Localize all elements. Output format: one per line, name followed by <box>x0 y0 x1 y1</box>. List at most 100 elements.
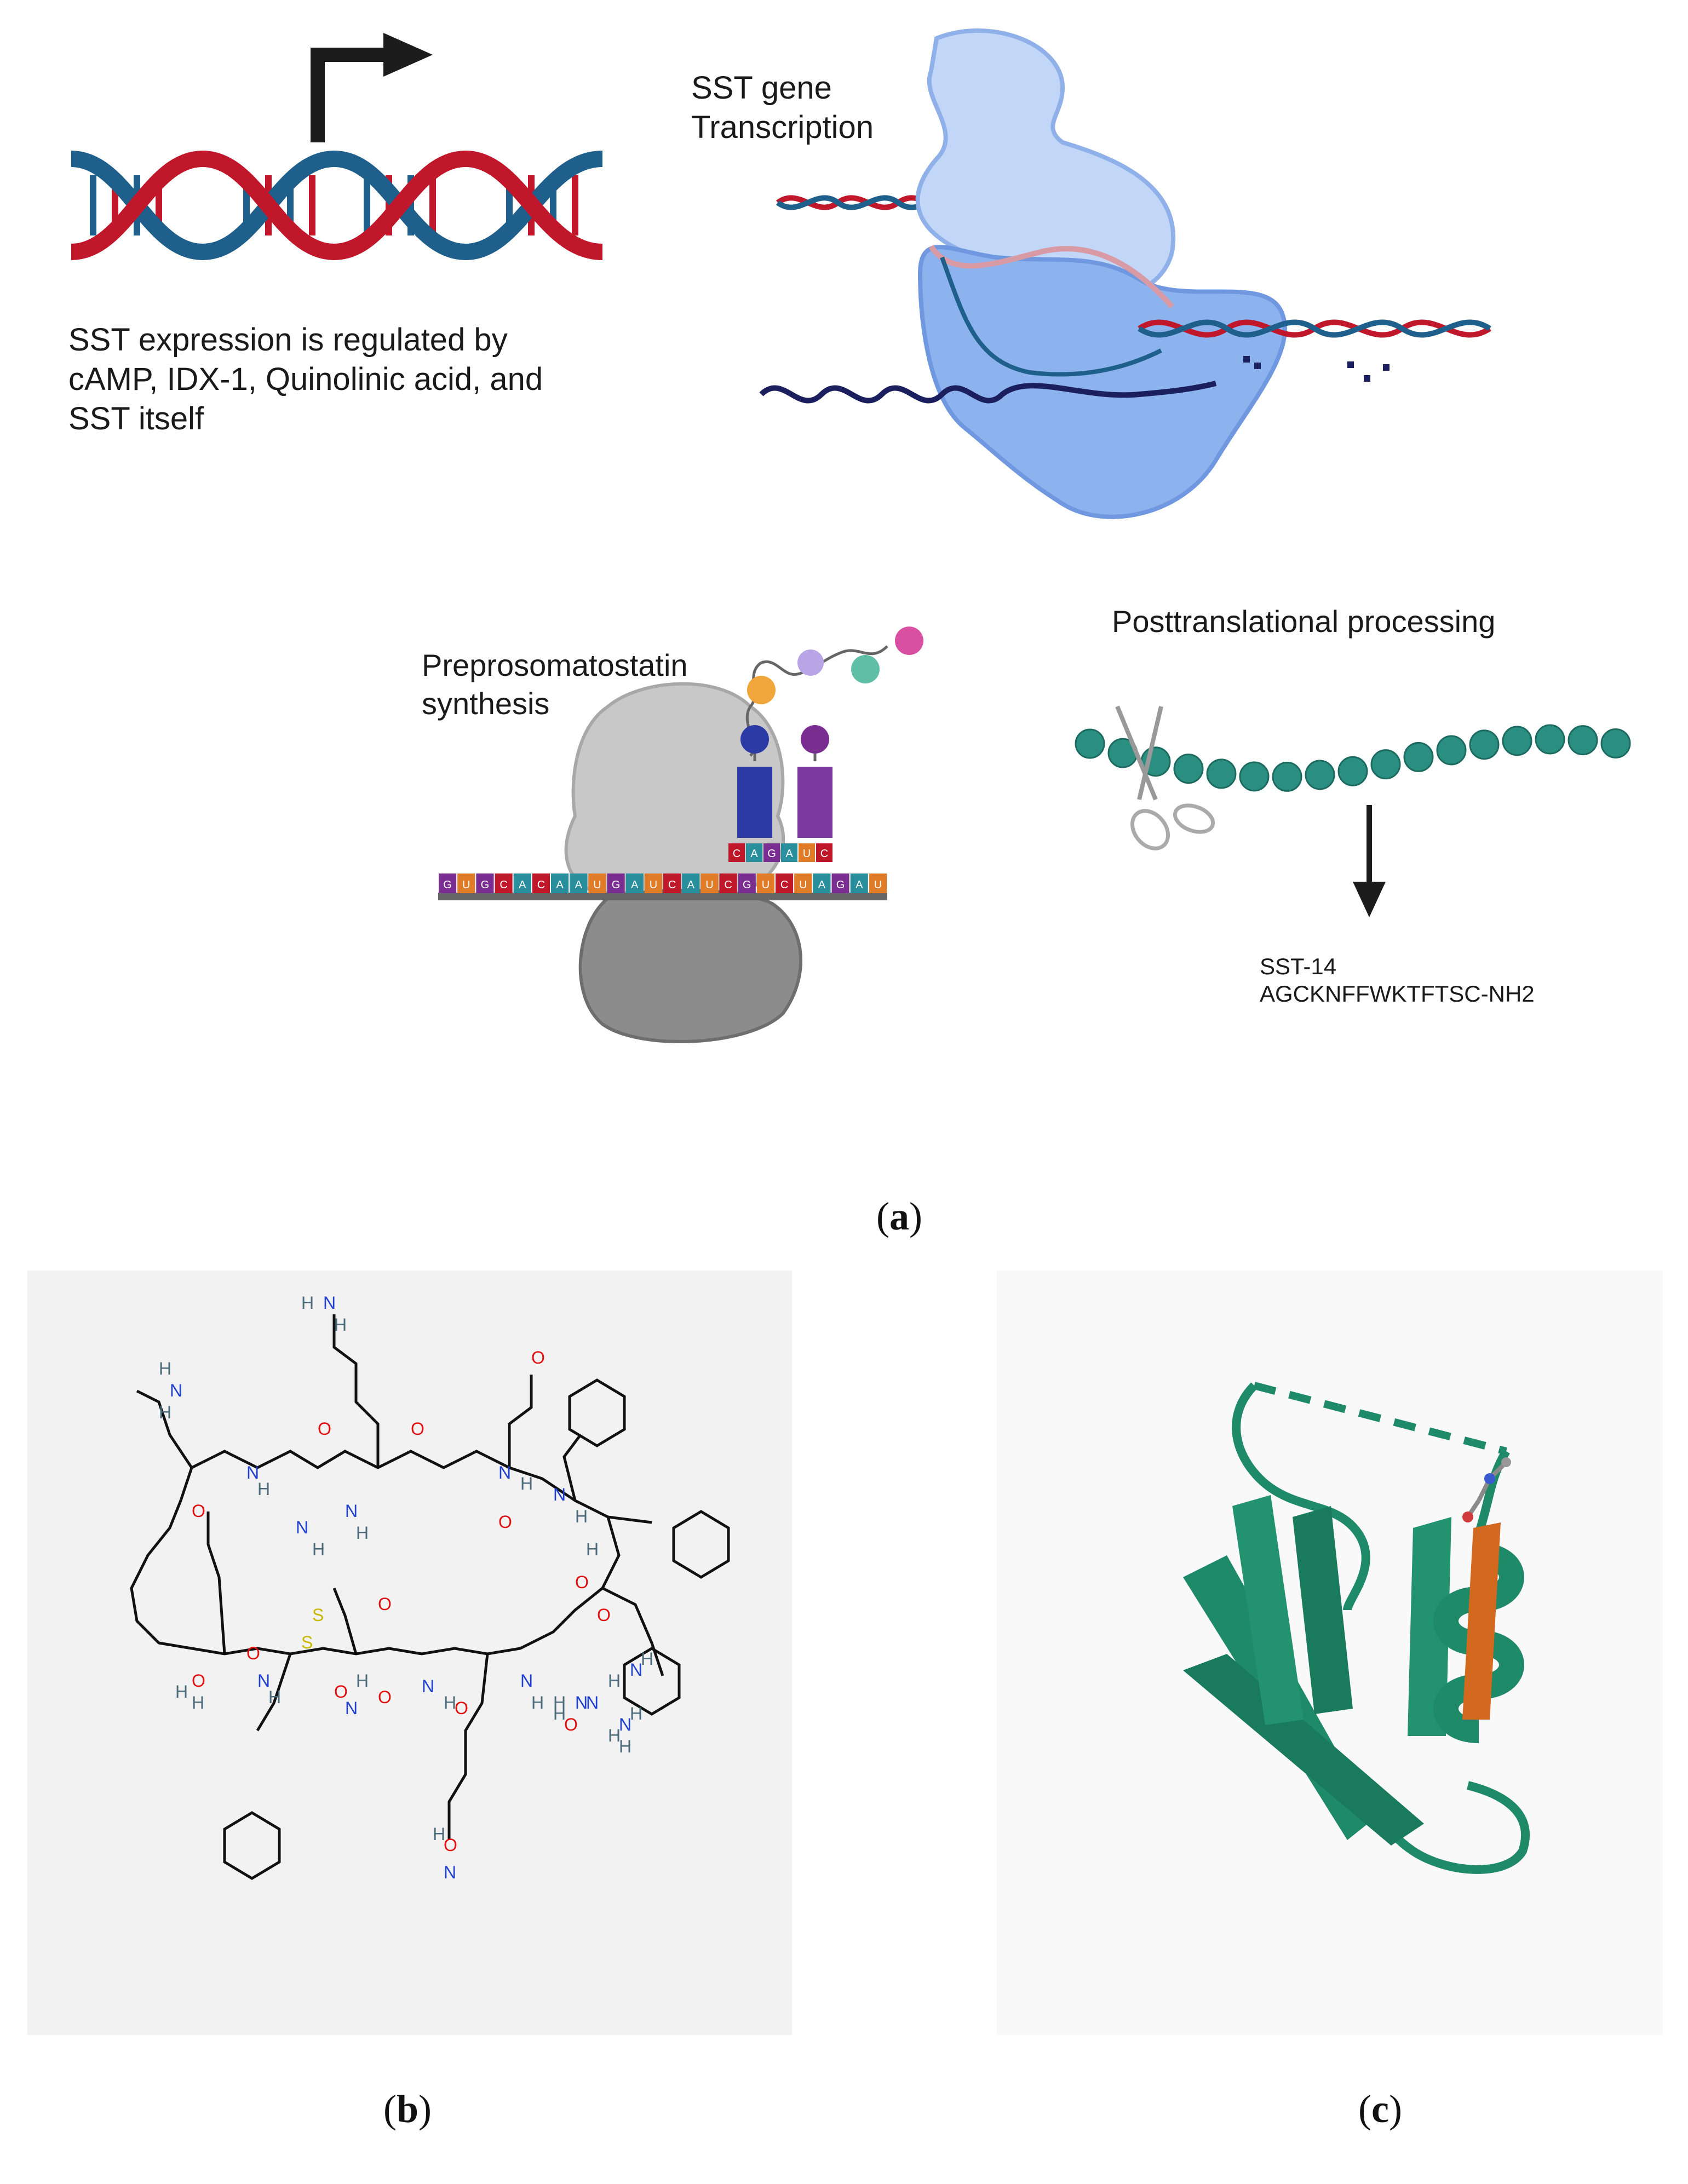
processing-label: Posttranslational processing <box>1112 604 1496 639</box>
atom-label: H <box>334 1315 347 1335</box>
amino-acid-bead <box>1272 761 1302 792</box>
mrna-base <box>513 873 531 893</box>
atom-label: H <box>257 1479 270 1499</box>
mrna-base <box>850 873 868 893</box>
atom-label: N <box>345 1698 358 1718</box>
anticodon-letter: A <box>750 848 758 860</box>
atom-label: H <box>608 1726 621 1745</box>
atom-label: N <box>553 1485 566 1504</box>
atom-label: O <box>444 1835 457 1855</box>
atom-label: S <box>301 1633 313 1652</box>
mrna-base-letter: A <box>575 879 583 891</box>
mrna-base-letter: A <box>519 879 526 891</box>
mrna-base-letter: C <box>499 879 507 891</box>
mrna-base <box>532 873 550 893</box>
mrna-base <box>570 873 588 893</box>
peptide-chain-icon <box>1075 705 1631 850</box>
mrna-base-letter: U <box>799 879 807 891</box>
mrna-base-letter: U <box>462 879 470 891</box>
atom-label: N <box>246 1463 259 1482</box>
atom-label: N <box>345 1501 358 1521</box>
atom-label: H <box>192 1693 204 1712</box>
atom-label: O <box>378 1594 392 1614</box>
arrow-down-icon <box>1353 805 1386 917</box>
mrna-base-letter: A <box>631 879 639 891</box>
atom-label: O <box>575 1572 589 1592</box>
atom-label: H <box>268 1687 281 1707</box>
mrna-base <box>682 873 700 893</box>
atom-label: O <box>498 1512 512 1532</box>
anticodon-base <box>781 843 797 862</box>
mrna-base <box>719 873 737 893</box>
atom-label: H <box>444 1693 456 1712</box>
amino-acid-bead <box>1075 728 1105 759</box>
mrna-base <box>756 873 774 893</box>
atom-label: O <box>597 1605 611 1625</box>
atom-label: N <box>498 1463 511 1482</box>
atom-label: O <box>564 1715 578 1734</box>
mrna-base <box>495 873 513 893</box>
mrna-base-letter: U <box>705 879 713 891</box>
atom-label: N <box>575 1693 588 1712</box>
mrna-base <box>551 873 569 893</box>
anticodon-letter: G <box>767 848 776 860</box>
mrna-base-letter: G <box>612 879 621 891</box>
mrna-base-letter: U <box>650 879 657 891</box>
mrna-base-letter: A <box>856 879 863 891</box>
mrna-base-letter: G <box>743 879 751 891</box>
mrna-base <box>644 873 662 893</box>
atom-label: S <box>312 1605 324 1625</box>
mrna-base-letter: U <box>593 879 601 891</box>
atom-label: O <box>192 1501 205 1521</box>
mrna-base <box>813 873 831 893</box>
product-sequence: AGCKNFFWKTFTSC-NH2 <box>1260 981 1535 1007</box>
mrna-base-letter: A <box>556 879 564 891</box>
amino-acid-bead <box>1502 726 1532 756</box>
atom-label: H <box>630 1704 642 1723</box>
atom-label: H <box>619 1737 631 1756</box>
mrna-base-letter: C <box>668 879 676 891</box>
synthesis-label-line1: Preprosomatostatin <box>422 648 688 682</box>
amino-acid-bead <box>1370 749 1401 780</box>
atom-label: N <box>619 1715 631 1734</box>
regulation-text-line2: cAMP, IDX-1, Quinolinic acid, and <box>68 361 543 397</box>
anticodon-base <box>799 843 815 862</box>
anticodon-letter: C <box>733 848 740 860</box>
atom-label: O <box>246 1643 260 1663</box>
anticodon-letter: A <box>785 848 793 860</box>
mrna-base <box>607 873 625 893</box>
mrna-base-letter: U <box>762 879 770 891</box>
atom-label: H <box>356 1523 369 1543</box>
mrna-base <box>869 873 887 893</box>
mrna-base <box>663 873 681 893</box>
atom-label: O <box>334 1682 348 1702</box>
amino-acid-bead <box>1436 735 1467 766</box>
caption-b: (b) <box>383 2087 432 2131</box>
atom-label: H <box>159 1359 171 1378</box>
atom-label: N <box>170 1381 182 1400</box>
atom-label: N <box>323 1293 336 1313</box>
atom-label: H <box>433 1824 445 1844</box>
mrna-base-letter: U <box>874 879 882 891</box>
amino-acid-bead <box>1337 756 1368 786</box>
protein-ribbon-structure <box>1183 1382 1530 1874</box>
atom-label: H <box>641 1649 653 1669</box>
atom-label: N <box>257 1671 270 1691</box>
anticodon-letter: U <box>803 848 811 860</box>
amino-acid-bead <box>1568 725 1598 756</box>
anticodon-letter: C <box>820 848 828 860</box>
anticodon-base <box>816 843 832 862</box>
atom-label: H <box>553 1704 566 1723</box>
mrna-base <box>701 873 719 893</box>
atom-label: N <box>296 1518 308 1537</box>
atom-label: O <box>411 1419 424 1439</box>
mrna-base-letter: C <box>724 879 732 891</box>
amino-acid-bead <box>1305 760 1335 790</box>
mrna-base <box>588 873 606 893</box>
transcription-label-line1: SST gene <box>691 70 832 106</box>
amino-acid-bead <box>1469 729 1500 760</box>
atom-label: H <box>312 1539 325 1559</box>
mrna-base <box>776 873 794 893</box>
rna-polymerase-icon <box>759 28 1491 519</box>
mrna-base-letter: A <box>687 879 695 891</box>
